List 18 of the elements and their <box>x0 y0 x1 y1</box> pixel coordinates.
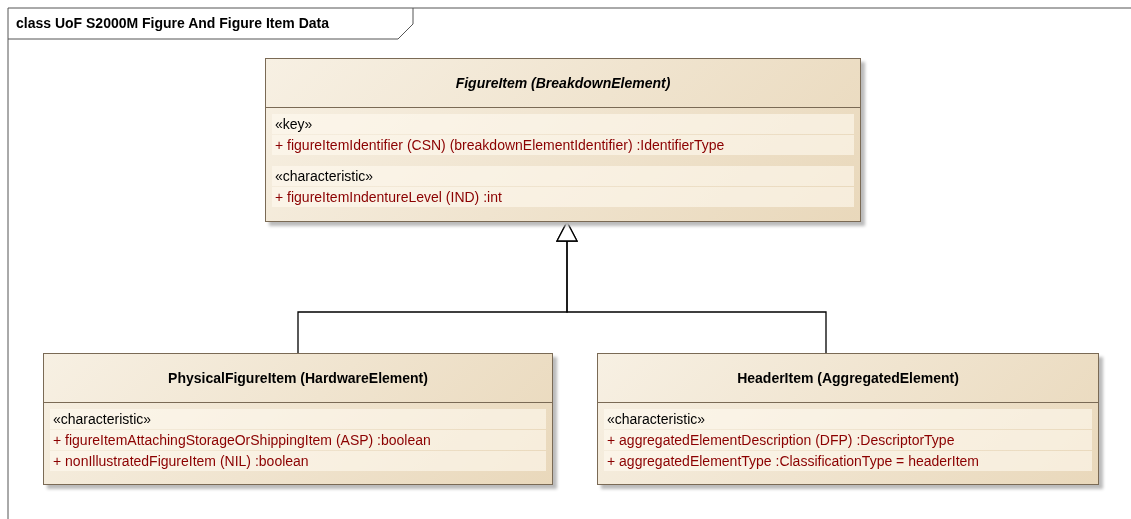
frame-title: class UoF S2000M Figure And Figure Item Data <box>16 15 329 31</box>
attribute-text: + nonIllustratedFigureItem (NIL) :boolean <box>50 451 546 471</box>
attribute-text: + aggregatedElementType :ClassificationType = headerItem <box>604 451 1092 471</box>
attribute-text: + figureItemAttachingStorageOrShippingItem (ASP) :boolean <box>50 430 546 450</box>
attribute-text: + aggregatedElementDescription (DFP) :DescriptorType <box>604 430 1092 450</box>
attribute-text: + figureItemIdentifier (CSN) (breakdownElementIdentifier) :IdentifierType <box>272 135 854 155</box>
stereotype-label: «key» <box>272 114 854 134</box>
class-name: FigureItem (BreakdownElement) <box>455 75 671 91</box>
class-box <box>597 353 1099 485</box>
generalization-arrow <box>556 221 827 354</box>
stereotype-label: «characteristic» <box>50 409 546 429</box>
class-name: HeaderItem (AggregatedElement) <box>737 370 959 386</box>
class-box <box>265 58 861 222</box>
stereotype-label: «characteristic» <box>604 409 1092 429</box>
class-box <box>43 353 553 485</box>
attribute-text: + figureItemIndentureLevel (IND) :int <box>272 187 854 207</box>
class-name: PhysicalFigureItem (HardwareElement) <box>168 370 428 386</box>
stereotype-label: «characteristic» <box>272 166 854 186</box>
